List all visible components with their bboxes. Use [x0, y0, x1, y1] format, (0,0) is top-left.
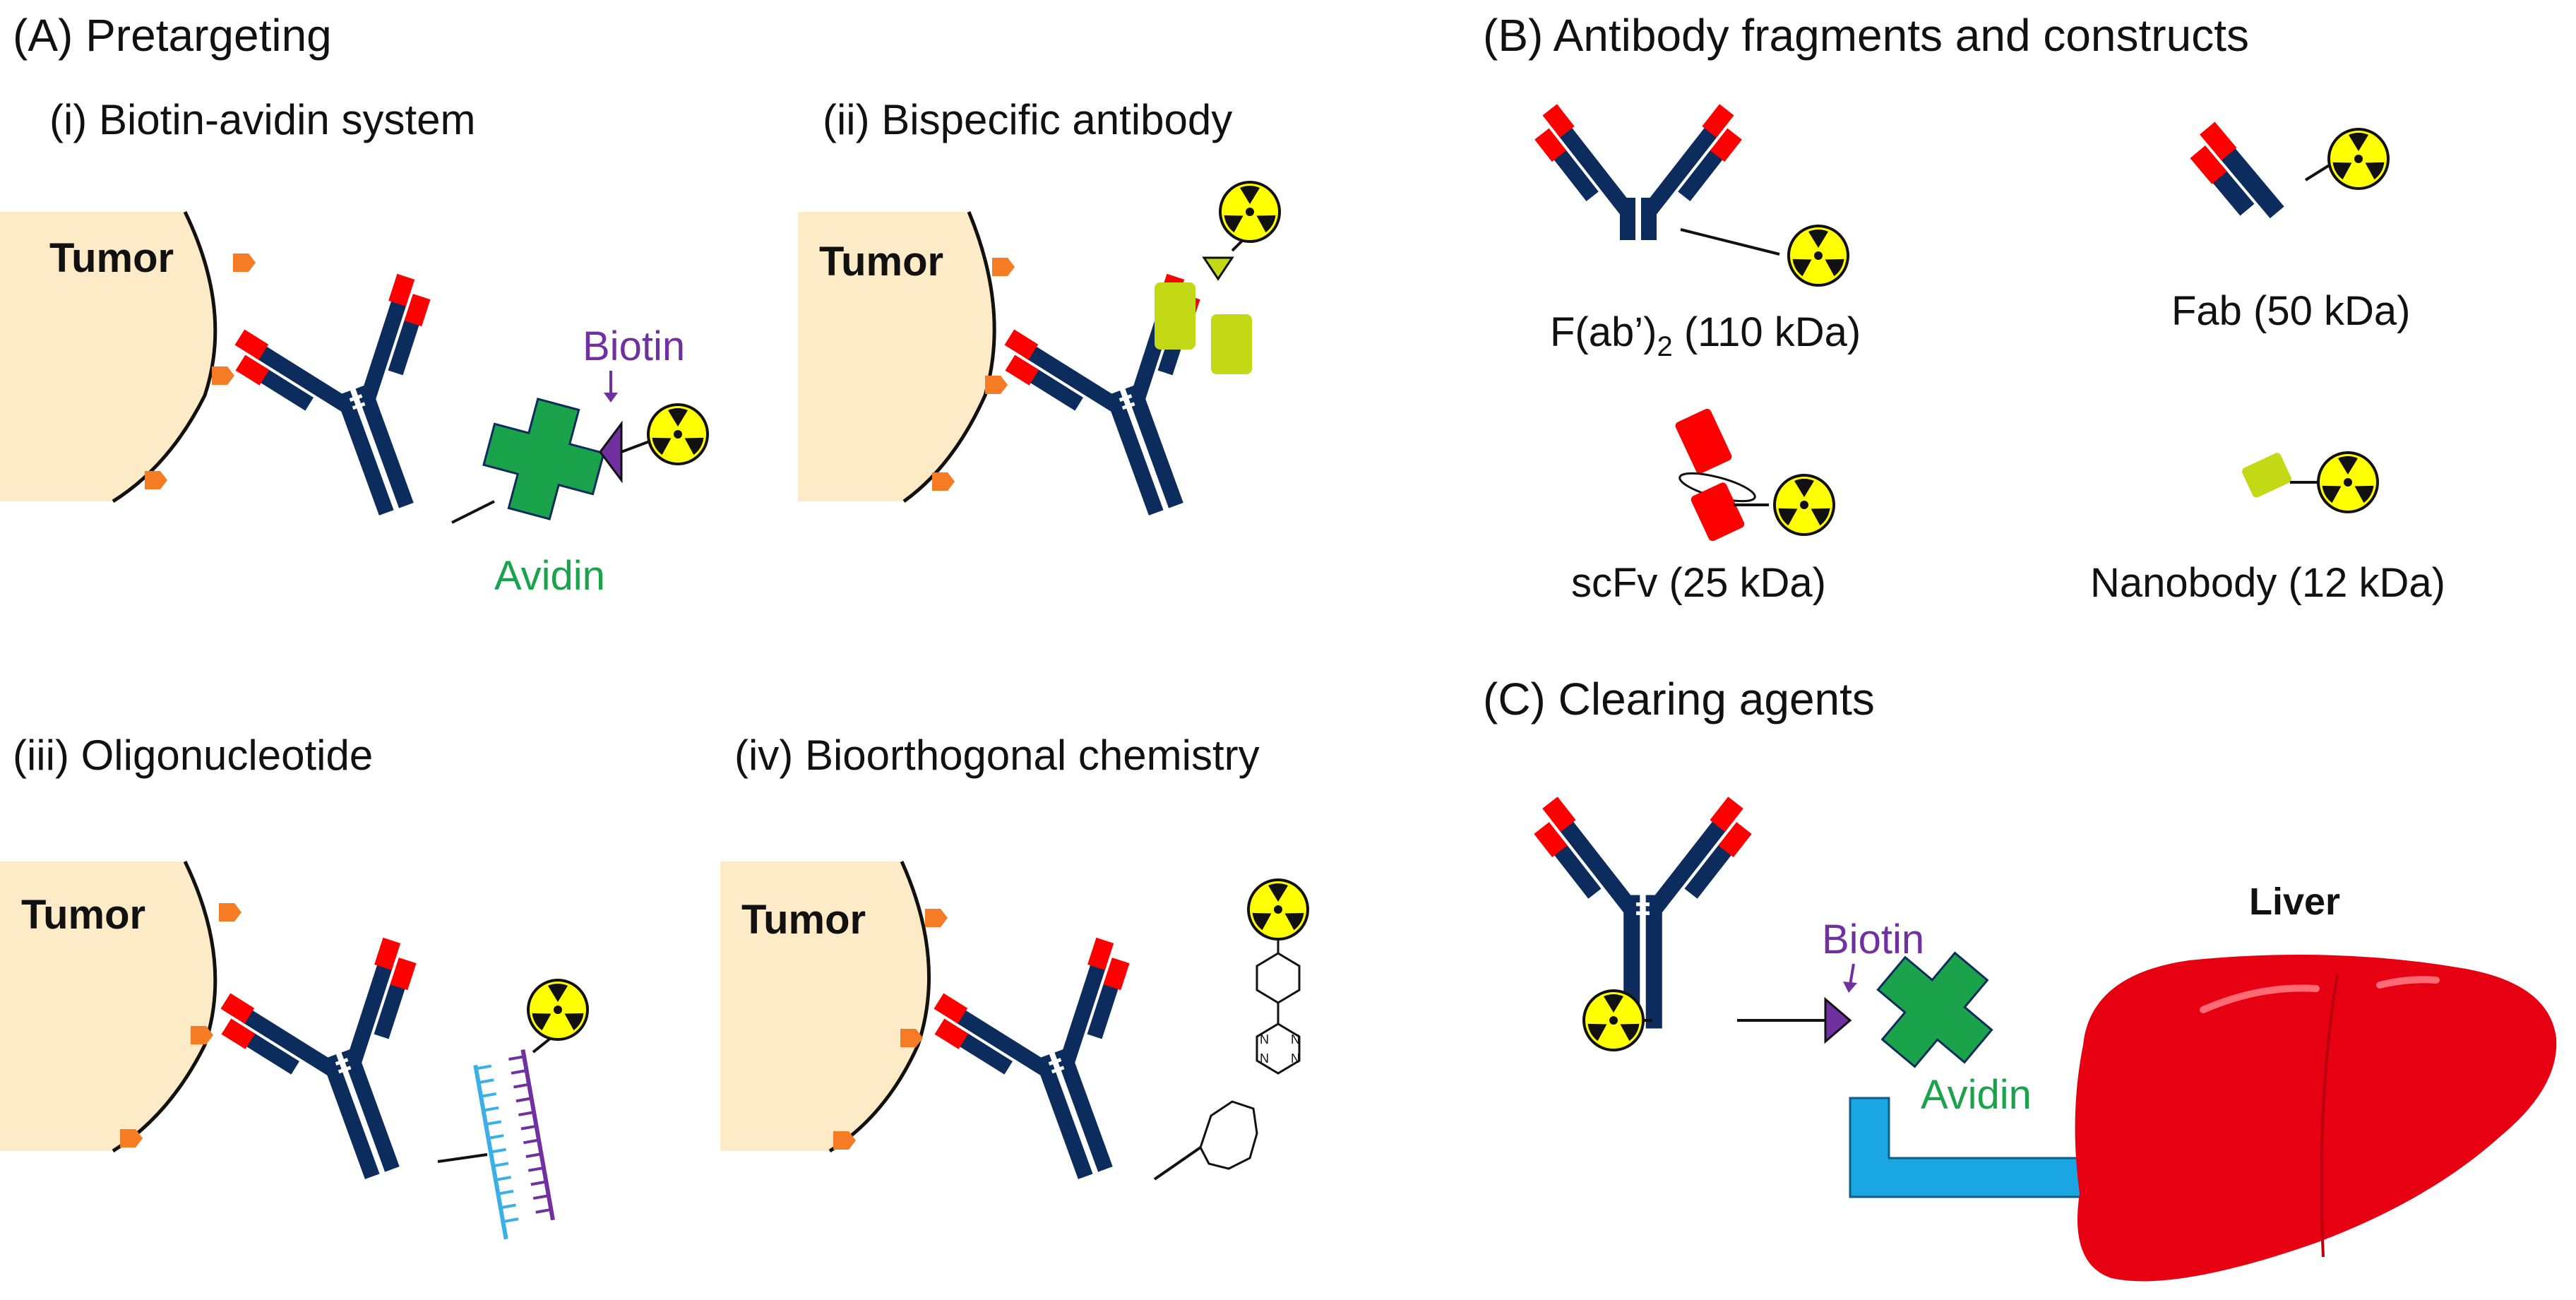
radionuclide-icon [1773, 474, 1835, 536]
linker [1680, 228, 1780, 256]
section-c-title: (C) Clearing agents [1483, 674, 1875, 724]
tumor-membrane [112, 860, 217, 1153]
linker [451, 500, 495, 524]
fab2-label: F(ab’)2 (110 kDa) [1550, 309, 1861, 362]
avidin-cross [1876, 951, 1993, 1068]
nanobody-fragment: Nanobody (12 kDa) [2090, 451, 2445, 606]
section-b-title: (B) Antibody fragments and constructs [1483, 10, 2249, 61]
panel-ii: (ii) Bispecific antibody Tumor [798, 96, 1281, 548]
liver-highlight [2200, 984, 2320, 1013]
avidin-label: Avidin [1921, 1072, 2032, 1118]
panel-iv-title: (iv) Bioorthogonal chemistry [734, 732, 1260, 779]
biotin-label: Biotin [1822, 917, 1924, 962]
antigen [925, 909, 948, 927]
tumor-membrane [828, 860, 931, 1153]
avidin-label: Avidin [494, 553, 605, 599]
radionuclide-icon [1582, 989, 1645, 1051]
nanobody-label: Nanobody (12 kDa) [2090, 560, 2445, 606]
bispecific-arm [1155, 282, 1195, 350]
linker [1231, 239, 1244, 252]
clearing-agent-diagram: Biotin Avidin Liver [1525, 797, 2557, 1282]
linker [1153, 1146, 1202, 1181]
biotin-arrow-head [604, 393, 618, 402]
trans-cyclooctene [1199, 1100, 1258, 1170]
panel-iv: (iv) Bioorthogonal chemistry Tumor N N N… [720, 732, 1309, 1212]
tetrazine-n-label: N [1291, 1032, 1300, 1046]
linker [532, 1037, 552, 1054]
radionuclide-icon [2317, 451, 2379, 513]
tumor-cell [720, 861, 929, 1151]
tumor-label: Tumor [21, 892, 145, 938]
linker [437, 1153, 488, 1163]
tetrazine-n-label: N [1291, 1051, 1300, 1066]
antibody [1525, 797, 1761, 1029]
bispecific-antibody [984, 263, 1272, 548]
scfv-fragment: scFv (25 kDa) [1571, 408, 1835, 606]
biotin-triangle [599, 420, 623, 484]
liver-highlight [2376, 976, 2440, 989]
antibody [914, 926, 1201, 1212]
bispecific-arm [1211, 314, 1252, 374]
antigen [219, 903, 242, 922]
radionuclide-icon [1787, 225, 1849, 287]
antigen [145, 471, 167, 489]
liver-organ [2075, 955, 2557, 1282]
antibody [201, 926, 488, 1212]
antigen [212, 366, 234, 385]
tumor-cell [798, 212, 994, 501]
biotin-label: Biotin [583, 323, 685, 369]
tumor-label: Tumor [741, 897, 866, 943]
panel-iii-title: (iii) Oligonucleotide [13, 732, 373, 779]
antigen [992, 258, 1015, 276]
tetrazine-structure [1256, 939, 1301, 1075]
antigen [932, 472, 955, 491]
fab-label: Fab (50 kDa) [2171, 288, 2410, 334]
tetrazine-n-label: N [1260, 1051, 1269, 1066]
liver-lobe-line [2320, 974, 2339, 1258]
panel-i-title: (i) Biotin-avidin system [49, 96, 476, 143]
radionuclide-icon [1247, 878, 1309, 941]
section-a-title: (A) Pretargeting [13, 10, 332, 61]
biotin-arrow-head [1843, 982, 1857, 993]
scfv-label: scFv (25 kDa) [1571, 560, 1826, 606]
radionuclide-icon [647, 403, 709, 465]
liver-label: Liver [2249, 881, 2340, 923]
antibody [215, 263, 502, 548]
tumor-label: Tumor [819, 239, 943, 285]
radionuclide-icon [1219, 181, 1281, 243]
panel-i: (i) Biotin-avidin system Tumor Avidin Bi… [0, 96, 709, 599]
antigen [233, 254, 256, 272]
panel-iii: (iii) Oligonucleotide Tumor [0, 732, 589, 1240]
radionuclide-icon [527, 979, 589, 1041]
tumor-cell [0, 212, 215, 501]
fab-fragment: Fab (50 kDa) [2171, 121, 2410, 334]
panel-ii-title: (ii) Bispecific antibody [823, 96, 1232, 143]
tetrazine-n-label: N [1260, 1032, 1269, 1046]
oligonucleotide-strand [473, 1049, 555, 1240]
avidin-cross [482, 398, 605, 520]
tumor-cell [0, 861, 215, 1151]
tumor-label: Tumor [49, 235, 174, 281]
antigen [985, 376, 1008, 394]
radionuclide-icon [2327, 128, 2390, 190]
hapten-triangle [1202, 256, 1234, 281]
linker [621, 440, 650, 453]
fab2-fragment: F(ab’)2 (110 kDa) [1534, 104, 1861, 362]
biotin-arrow [1849, 963, 1855, 986]
biotin-triangle [1824, 996, 1852, 1044]
